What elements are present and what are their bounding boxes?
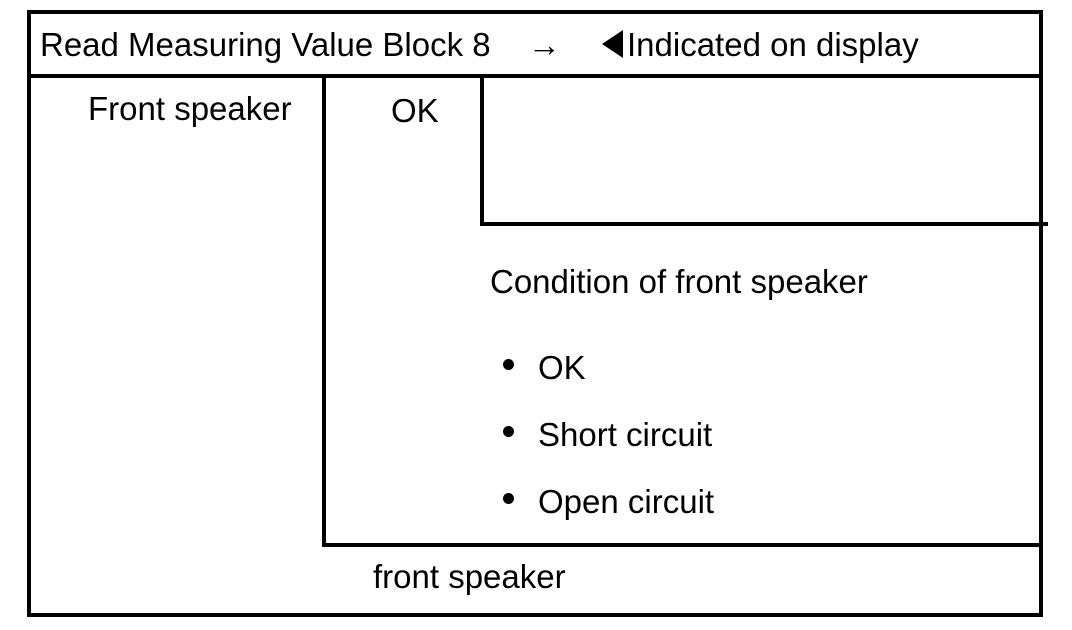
header-separator-line [31,74,1039,78]
header-title: Read Measuring Value Block 8 [40,26,491,63]
display-indicator-triangle-icon [602,30,623,58]
bullet-dot-icon [503,425,514,437]
display-readout-box [484,78,1039,222]
condition-item-label: Open circuit [538,482,715,520]
function-label: Front speaker [88,90,292,127]
bullet-dot-icon [503,358,514,370]
condition-item-label: Short circuit [538,415,713,453]
table-outer-border [27,10,1043,617]
condition-list-item: OK [503,350,586,384]
display-box-bottom-line [480,222,1048,226]
display-value: OK [391,92,439,129]
bullet-dot-icon [503,492,514,504]
condition-title: Condition of front speaker [490,263,868,300]
right-arrow-icon: → [528,26,561,63]
condition-list-item: Short circuit [503,417,712,451]
display-box-left-line [480,74,484,226]
column-divider-line [322,74,326,547]
footer-separator-line [322,543,1039,547]
condition-item-label: OK [538,348,586,386]
condition-list-item: Open circuit [503,484,714,518]
indicated-on-display-label: Indicated on display [627,26,919,63]
footer-function-label: front speaker [373,558,566,595]
